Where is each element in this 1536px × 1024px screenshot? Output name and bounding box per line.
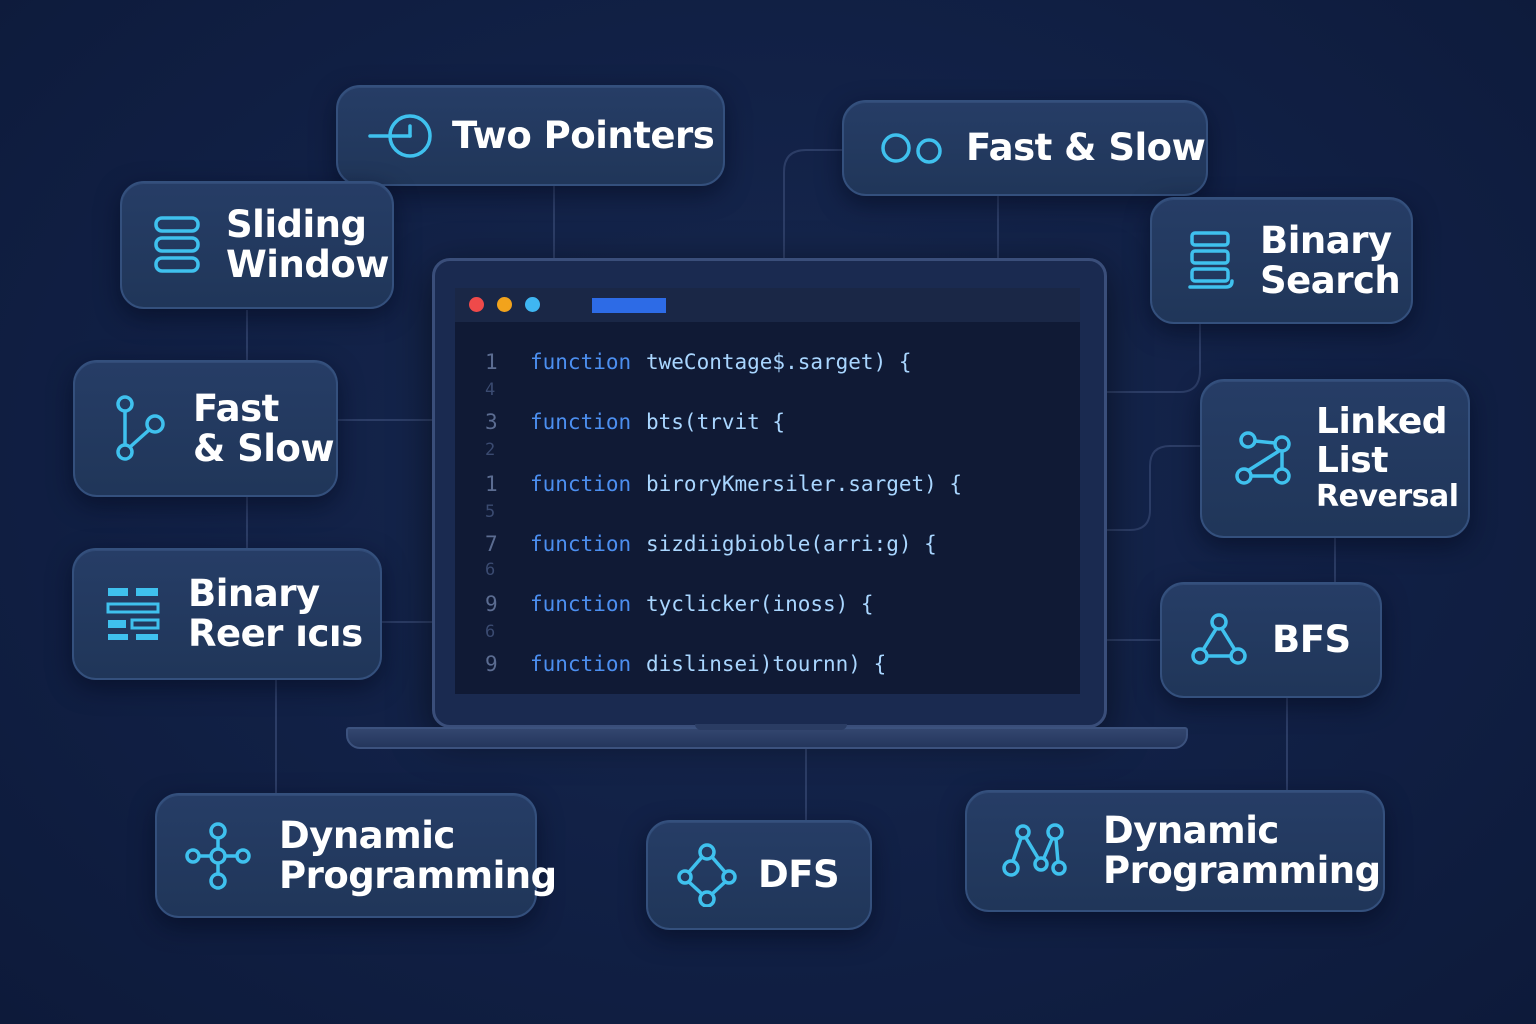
card-bfs[interactable]: BFS [1160, 582, 1382, 698]
gutter-row: 5 [455, 502, 1080, 532]
card-label: Fast [193, 389, 334, 429]
card-label: List [1316, 442, 1459, 481]
card-sliding-window[interactable]: Sliding Window [120, 181, 394, 309]
card-linked-list-reversal[interactable]: Linked List Reversal [1200, 379, 1470, 538]
code-text: biroryKmersiler.sarget) { [646, 472, 962, 496]
card-label: Programming [279, 856, 557, 896]
line-number: 7 [485, 532, 505, 556]
card-label: Window [226, 245, 389, 285]
code-line: 9 function tyclicker(inoss) { [455, 592, 1080, 622]
card-label: Search [1260, 261, 1400, 301]
maximize-dot[interactable] [525, 297, 540, 312]
code-keyword: function [530, 472, 631, 496]
code-line: 1 function biroryKmersiler.sarget) { [455, 472, 1080, 502]
code-text: dislinsei)tournn) { [646, 652, 886, 676]
card-label: Programming [1103, 851, 1381, 891]
card-label: Binary [1260, 221, 1400, 261]
code-text: tyclicker(inoss) { [646, 592, 874, 616]
zigzag-nodes-icon [1001, 822, 1067, 880]
line-number: 9 [485, 592, 505, 616]
code-keyword: function [530, 350, 631, 374]
grid-icon [106, 584, 162, 644]
stacked-bars-icon [152, 214, 202, 276]
card-dynamic-programming-left[interactable]: Dynamic Programming [155, 793, 537, 918]
diamond-nodes-icon [676, 843, 738, 907]
card-fast-slow-top[interactable]: Fast & Slow [842, 100, 1208, 196]
line-number: 3 [485, 410, 505, 434]
card-label: & Slow [193, 429, 334, 469]
code-text: sizdiigbioble(arri:g) { [646, 532, 937, 556]
code-editor: 1 function tweContage$.sarget) { 4 3 fun… [455, 288, 1080, 694]
editor-titlebar [455, 288, 1080, 322]
two-circles-icon [880, 128, 946, 168]
line-number: 1 [485, 350, 505, 374]
card-binary-left[interactable]: Binary Reer ıcıs [72, 548, 382, 680]
card-label: Fast & Slow [966, 128, 1205, 168]
gutter-number: 5 [485, 502, 495, 522]
code-keyword: function [530, 532, 631, 556]
triangle-tree-icon [1190, 612, 1248, 668]
code-line: 9 function dislinsei)tournn) { [455, 652, 1080, 682]
card-label: Two Pointers [452, 116, 714, 156]
card-label: Sliding [226, 205, 389, 245]
gutter-row: 6 [455, 560, 1080, 590]
code-keyword: function [530, 410, 631, 434]
card-label: Dynamic [279, 816, 557, 856]
gutter-row: 6 [455, 622, 1080, 652]
card-binary-search[interactable]: Binary Search [1150, 197, 1413, 324]
card-dynamic-programming-right[interactable]: Dynamic Programming [965, 790, 1385, 912]
editor-tab[interactable] [592, 298, 666, 313]
code-keyword: function [530, 652, 631, 676]
card-label: BFS [1272, 620, 1351, 660]
line-number: 1 [485, 472, 505, 496]
card-label: Linked [1316, 403, 1459, 442]
close-dot[interactable] [469, 297, 484, 312]
card-label: Binary [188, 574, 363, 614]
card-dfs[interactable]: DFS [646, 820, 872, 930]
gutter-number: 4 [485, 380, 495, 400]
laptop-notch [695, 724, 847, 730]
gutter-row: 2 [455, 440, 1080, 470]
target-pointer-icon [366, 108, 438, 164]
gutter-row: 4 [455, 380, 1080, 410]
gutter-number: 6 [485, 560, 495, 580]
cross-nodes-icon [183, 821, 253, 891]
code-line: 3 function bts(trvit { [455, 410, 1080, 440]
card-label: Reer ıcıs [188, 614, 363, 654]
card-label: DFS [758, 855, 839, 895]
code-text: bts(trvit { [646, 410, 785, 434]
code-line: 1 function tweContage$.sarget) { [455, 350, 1080, 380]
line-number: 9 [485, 652, 505, 676]
card-label: Reversal [1316, 481, 1459, 513]
gutter-number: 2 [485, 440, 495, 460]
branch-icon [111, 394, 171, 464]
code-line: 7 function sizdiigbioble(arri:g) { [455, 532, 1080, 562]
minimize-dot[interactable] [497, 297, 512, 312]
card-fast-slow-left[interactable]: Fast & Slow [73, 360, 338, 497]
laptop-base [346, 727, 1188, 749]
stack-icon [1186, 229, 1236, 293]
code-text: tweContage$.sarget) { [646, 350, 912, 374]
graph-nodes-icon [1234, 430, 1296, 488]
code-keyword: function [530, 592, 631, 616]
gutter-number: 6 [485, 622, 495, 642]
card-label: Dynamic [1103, 811, 1381, 851]
card-two-pointers[interactable]: Two Pointers [336, 85, 725, 186]
